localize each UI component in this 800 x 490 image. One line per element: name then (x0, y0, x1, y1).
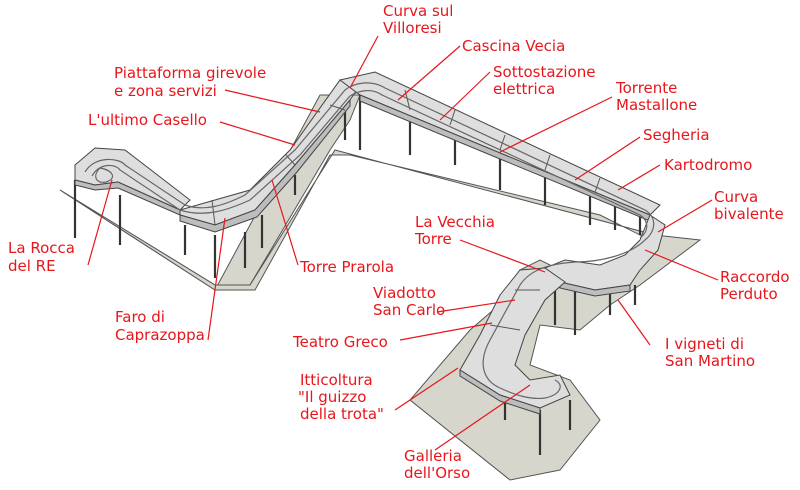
label-piattaforma-girevole: Piattaforma girevole e zona servizi (114, 64, 271, 100)
label-la-rocca-del-re: La Rocca del RE (8, 239, 80, 275)
label-torre-prarola: Torre Prarola (299, 258, 394, 276)
label-i-vigneti-di-san-martino: I vigneti di San Martino (665, 335, 755, 370)
leader-lines (87, 35, 719, 451)
track-lines (84, 82, 655, 400)
label-la-vecchia-torre: La Vecchia Torre (414, 213, 500, 248)
label-itticoltura: Itticoltura "Il guizzo della trota" (298, 371, 384, 423)
label-kartodromo: Kartodromo (664, 156, 752, 174)
label-sottostazione-elettrica: Sottostazione elettrica (493, 63, 600, 98)
label-teatro-greco: Teatro Greco (292, 333, 388, 351)
label-viadotto-san-carlo: Viadotto San Carlo (373, 284, 445, 319)
label-ultimo-casello: L'ultimo Casello (88, 111, 207, 129)
label-curva-bivalente: Curva bivalente (714, 188, 784, 223)
label-torrente-mastallone: Torrente Mastallone (615, 79, 697, 114)
label-galleria-dell-orso: Galleria dell'Orso (404, 447, 470, 482)
label-faro-di-caprazoppa: Faro di Caprazoppa (115, 308, 205, 344)
place-labels: Curva sul Villoresi Cascina Vecia Piatta… (8, 2, 794, 482)
label-raccordo-perduto: Raccordo Perduto (720, 268, 794, 303)
label-cascina-vecia: Cascina Vecia (462, 37, 565, 55)
label-segheria: Segheria (643, 126, 710, 144)
label-curva-sul-villoresi: Curva sul Villoresi (383, 2, 458, 37)
